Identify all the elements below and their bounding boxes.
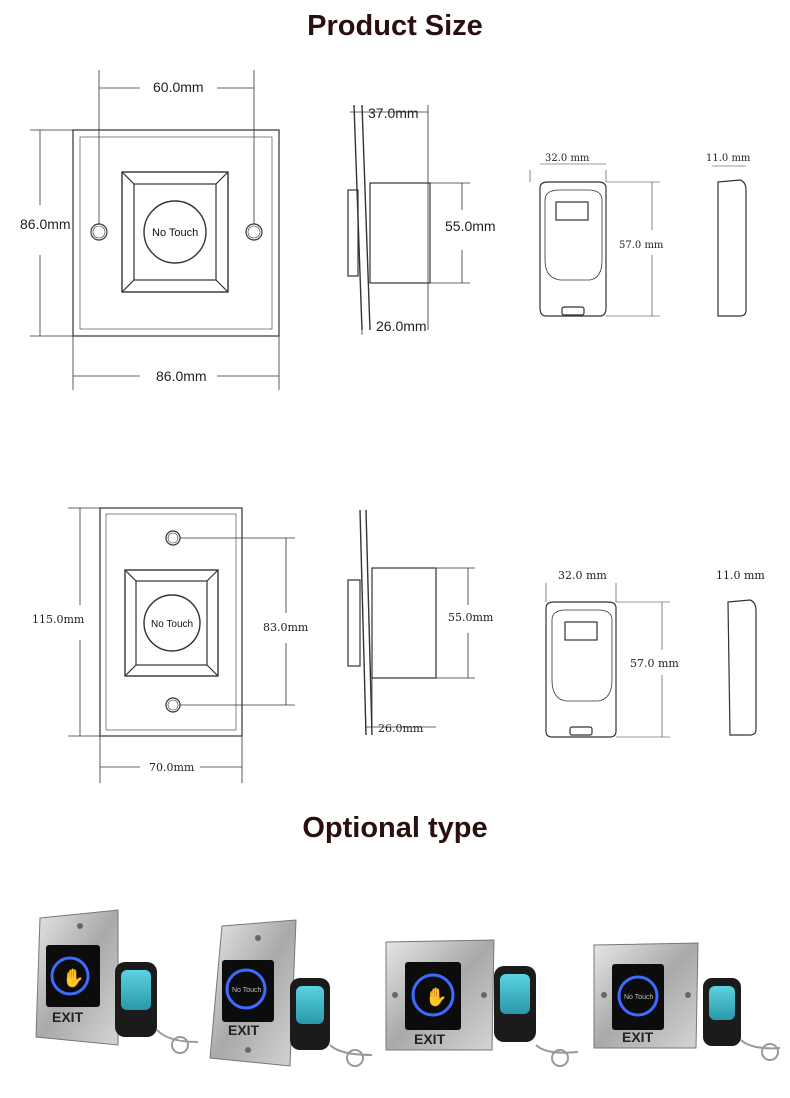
optional-item-3: ✋ EXIT <box>385 939 579 1067</box>
remote-width-1: 32.0 mm <box>545 153 590 164</box>
plate-front-2 <box>99 507 243 737</box>
dim-body-height-1: 55.0mm <box>445 218 496 234</box>
exit-label-2: EXIT <box>228 1022 260 1038</box>
side-view-1 <box>347 104 470 335</box>
button-label-2: No Touch <box>151 619 193 630</box>
hand-icon: ✋ <box>62 967 84 989</box>
hand-icon: ✋ <box>425 986 447 1008</box>
dim-total-depth-1: 37.0mm <box>368 105 419 121</box>
remote-height-1: 57.0 mm <box>619 240 664 251</box>
product-1-diagram: 60.0mm 86.0mm 86.0mm No Touch 37.0mm 55.… <box>20 70 751 390</box>
button-text-2: No Touch <box>232 987 262 994</box>
remote-height-2: 57.0 mm <box>630 657 679 670</box>
dim-body-depth-2: 26.0mm <box>378 722 424 735</box>
remote-thickness-2: 11.0 mm <box>716 569 765 582</box>
screw-hole-right-1 <box>245 223 263 241</box>
optional-item-2: No Touch EXIT <box>209 919 373 1067</box>
optional-item-1: ✋ EXIT <box>35 909 199 1054</box>
dim-body-depth-1: 26.0mm <box>376 318 427 334</box>
no-touch-button-1 <box>143 200 207 264</box>
button-text-4: No Touch <box>624 994 654 1001</box>
dim-height-1: 86.0mm <box>20 216 71 232</box>
remote-front-2 <box>545 583 670 738</box>
dim-width-2: 70.0mm <box>149 761 195 774</box>
remote-thickness-1: 11.0 mm <box>706 153 751 164</box>
button-label-1: No Touch <box>152 227 198 239</box>
screw-hole-left-1 <box>90 223 108 241</box>
button-frame-1 <box>121 171 229 293</box>
optional-item-4: No Touch EXIT <box>593 942 781 1061</box>
no-touch-button-2 <box>143 594 201 652</box>
button-frame-2 <box>124 569 219 677</box>
remote-front-1 <box>529 163 660 317</box>
remote-side-2 <box>727 599 757 736</box>
exit-label-3: EXIT <box>414 1031 446 1047</box>
dim-body-height-2: 55.0mm <box>448 611 494 624</box>
dim-height-2: 115.0mm <box>32 613 85 626</box>
optional-type-heading: Optional type <box>302 812 488 844</box>
exit-label-1: EXIT <box>52 1009 84 1025</box>
dim-hole-spacing-1: 60.0mm <box>153 79 204 95</box>
side-view-2 <box>347 509 475 736</box>
dim-hole-spacing-2: 83.0mm <box>263 621 309 634</box>
dim-width-1: 86.0mm <box>156 368 207 384</box>
optional-type-photos: ✋ EXIT No Touch EXIT ✋ EXIT <box>0 880 790 1095</box>
product-size-heading: Product Size <box>307 10 483 42</box>
product-2-diagram: 115.0mm 83.0mm 70.0mm No Touch 55.0mm 26… <box>0 465 790 795</box>
exit-label-4: EXIT <box>622 1029 654 1045</box>
plate-front-1 <box>72 129 280 337</box>
remote-width-2: 32.0 mm <box>558 569 607 582</box>
remote-side-1 <box>712 165 747 317</box>
